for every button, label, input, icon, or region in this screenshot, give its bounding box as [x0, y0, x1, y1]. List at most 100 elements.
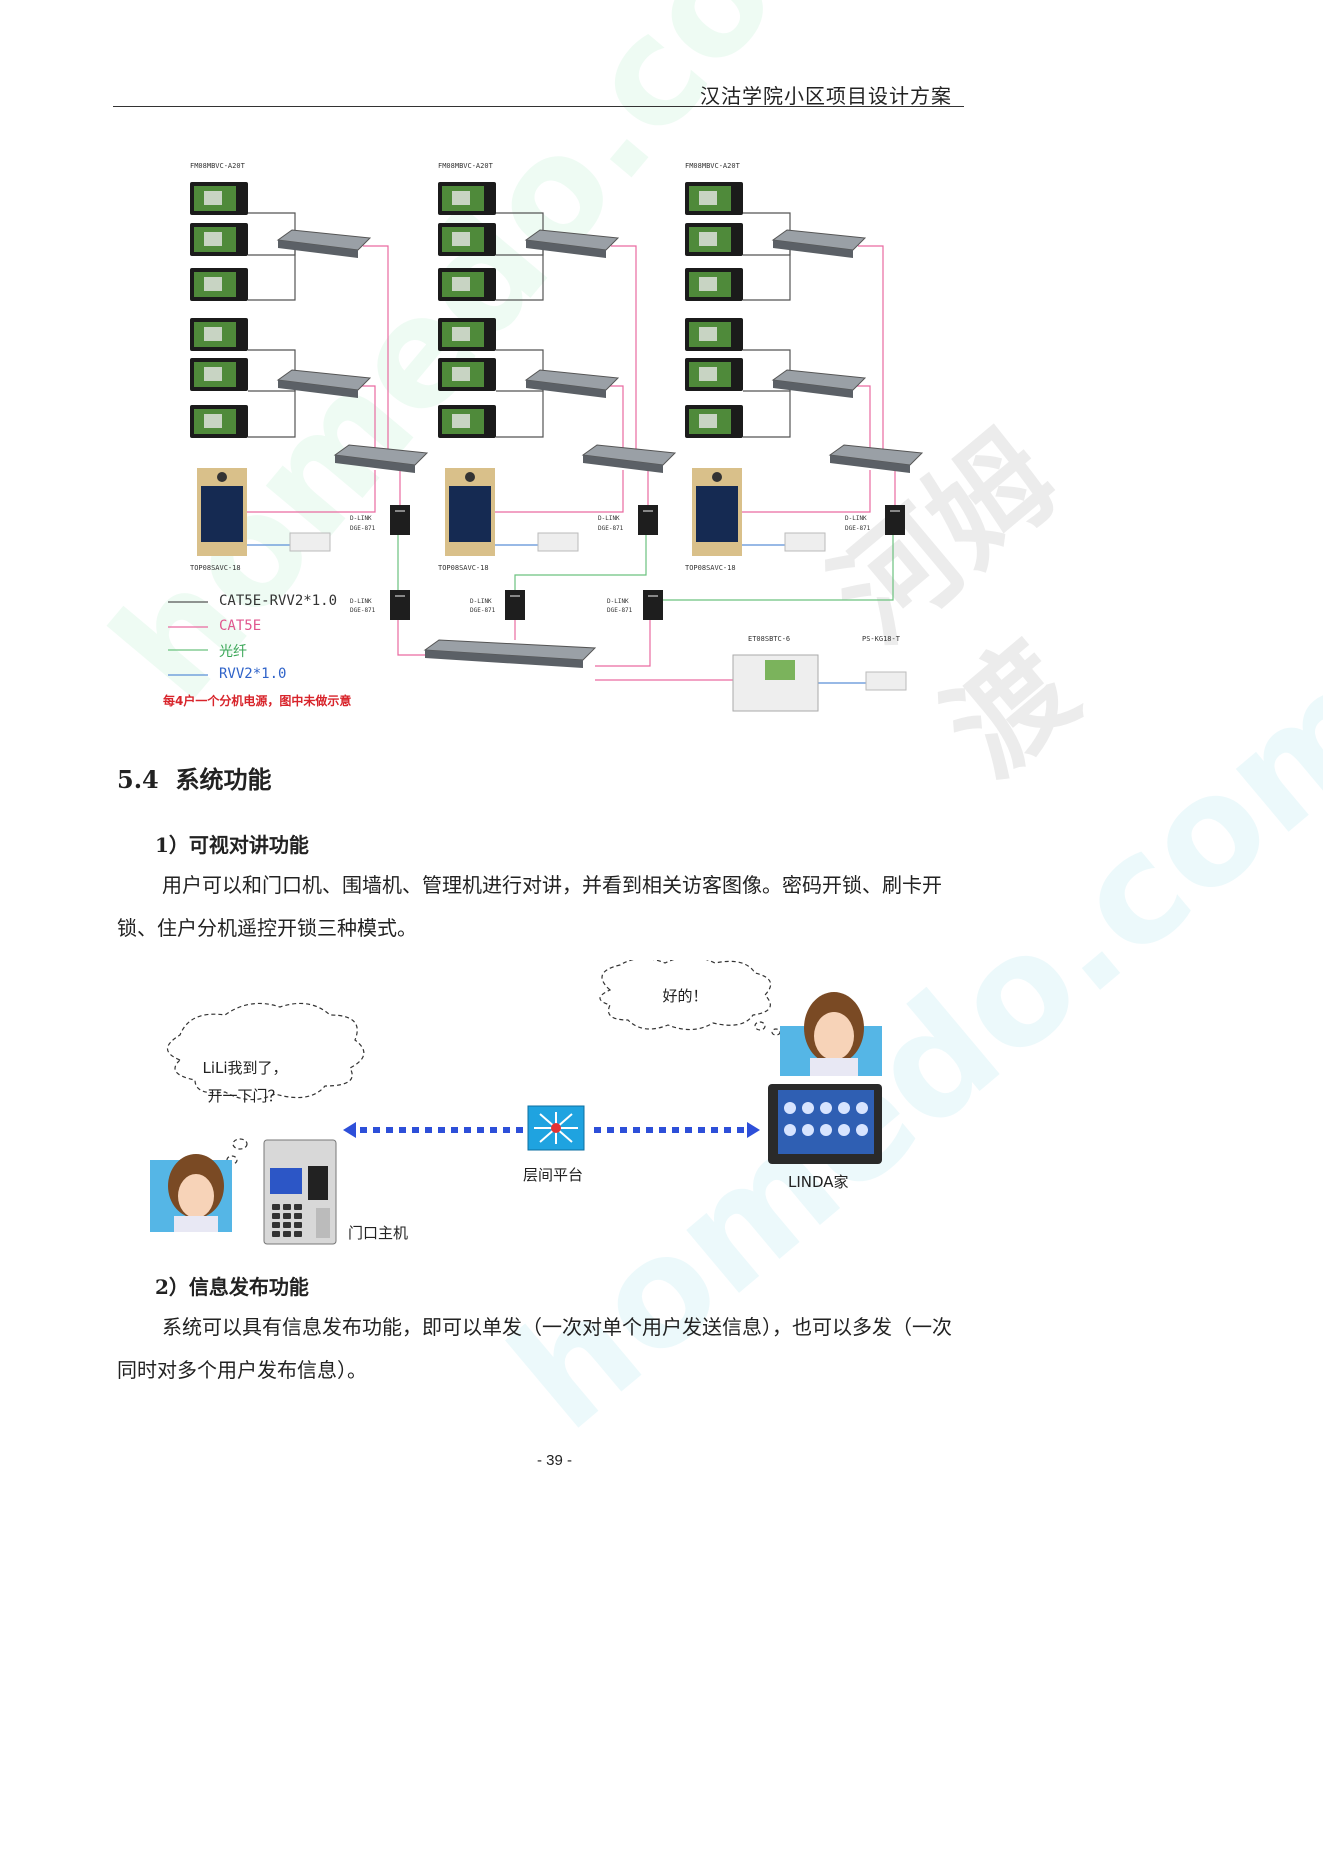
app-icon	[802, 1124, 814, 1136]
intercom-illustration	[150, 960, 882, 1245]
arrow-left-icon	[343, 1122, 356, 1138]
link-dot	[633, 1127, 640, 1133]
wire	[894, 469, 900, 505]
indoor-monitor-unit	[190, 358, 248, 391]
label-converter-top: D-LINK	[607, 598, 629, 605]
app-icon	[784, 1102, 796, 1114]
outdoor-station-unit	[445, 468, 495, 556]
keypad-key	[283, 1231, 291, 1237]
wire	[611, 245, 637, 455]
section-heading: 5.4 系统功能	[117, 760, 271, 795]
network-switch	[581, 444, 677, 473]
link-dot	[399, 1127, 406, 1133]
wire	[743, 248, 791, 301]
link-dot	[672, 1127, 679, 1133]
link-dot	[646, 1127, 653, 1133]
label-monitor-model: FM08MBVC-A20T	[685, 162, 741, 170]
wire	[399, 469, 405, 505]
app-icon	[856, 1124, 868, 1136]
indoor-monitor-unit	[685, 405, 743, 438]
link-dot	[425, 1127, 432, 1133]
label-converter-top: D-LINK	[350, 515, 372, 522]
label-converter-top: D-LINK	[845, 515, 867, 522]
wire	[853, 385, 871, 455]
network-switch	[276, 229, 372, 258]
keypad-key	[294, 1204, 302, 1210]
app-icon	[820, 1124, 832, 1136]
link-dot	[503, 1127, 510, 1133]
indoor-monitor-unit	[438, 318, 496, 351]
wire	[647, 469, 653, 505]
indoor-monitor-unit	[438, 358, 496, 391]
power-supply-unit	[865, 671, 907, 691]
label-floor-platform: 层间平台	[523, 1166, 584, 1184]
indoor-monitor-unit	[685, 223, 743, 256]
label-psu-model: PS-KG18-T	[862, 635, 901, 643]
page-header-title: 汉沽学院小区项目设计方案	[700, 84, 952, 108]
floor-platform-icon	[527, 1105, 585, 1151]
outdoor-station-unit	[692, 468, 742, 556]
media-converter	[390, 590, 410, 620]
thought-bubble-left	[166, 1002, 365, 1165]
wire	[248, 388, 296, 438]
outdoor-station-unit	[197, 468, 247, 556]
indoor-monitor-unit	[190, 405, 248, 438]
diagram-note: 每4户一个分机电源，图中未做示意	[163, 694, 352, 708]
power-supply-unit	[289, 532, 331, 552]
wire	[595, 620, 651, 667]
legend-label-cat5e: CAT5E	[219, 618, 262, 634]
label-converter-bottom: DGE-871	[845, 525, 871, 532]
label-home-monitor: LINDA家	[788, 1173, 849, 1191]
media-converter	[885, 505, 905, 535]
paragraph-intercom: 用户可以和门口机、围墙机、管理机进行对讲，并看到相关访客图像。密码开锁、刷卡开锁…	[117, 873, 942, 940]
section-number: 5.4	[117, 765, 159, 794]
wire	[247, 470, 376, 513]
indoor-monitor-unit	[685, 182, 743, 215]
link-dot	[373, 1127, 380, 1133]
app-icon	[784, 1124, 796, 1136]
wire	[663, 535, 894, 601]
keypad-key	[272, 1213, 280, 1219]
app-icon	[802, 1102, 814, 1114]
link-dot	[477, 1127, 484, 1133]
wire	[858, 245, 884, 455]
keypad-key	[283, 1213, 291, 1219]
link-dot	[711, 1127, 718, 1133]
bubble-left-text-1: LiLi我到了，	[202, 1059, 288, 1077]
label-converter-top: D-LINK	[350, 598, 372, 605]
link-dot	[516, 1127, 523, 1133]
indoor-monitor-unit	[190, 318, 248, 351]
label-outdoor-model: TOP08SAVC-18	[438, 564, 489, 572]
media-converter	[390, 505, 410, 535]
label-door-station: 门口主机	[348, 1224, 409, 1242]
label-converter-top: D-LINK	[598, 515, 620, 522]
keypad-key	[283, 1222, 291, 1228]
arrow-right-icon	[747, 1122, 760, 1138]
app-icon	[856, 1102, 868, 1114]
label-converter-bottom: DGE-871	[350, 607, 376, 614]
link-dot	[438, 1127, 445, 1133]
subsection-title-info-release: 2）信息发布功能	[155, 1275, 309, 1299]
network-diagram: FM08MBVC-A20TD-LINKDGE-871TOP08SAVC-18FM…	[190, 162, 924, 712]
indoor-monitor-icon	[768, 1084, 882, 1164]
indoor-monitor-unit	[438, 182, 496, 215]
link-dotted-line	[343, 1122, 760, 1138]
legend-label-fiber: 光纤	[219, 644, 247, 660]
network-switch	[524, 229, 620, 258]
guard-station-unit	[732, 654, 819, 712]
link-dot	[490, 1127, 497, 1133]
indoor-monitor-unit	[438, 268, 496, 301]
keypad-key	[294, 1222, 302, 1228]
label-converter-bottom: DGE-871	[470, 607, 496, 614]
indoor-monitor-unit	[685, 318, 743, 351]
app-icon	[838, 1124, 850, 1136]
link-dot	[620, 1127, 627, 1133]
wire	[496, 388, 544, 438]
wire	[496, 248, 544, 301]
link-dot	[594, 1127, 601, 1133]
legend-label-rvv: RVV2*1.0	[219, 666, 287, 682]
app-icon	[820, 1102, 832, 1114]
indoor-monitor-unit	[190, 182, 248, 215]
header-rule	[113, 106, 964, 107]
app-icon	[838, 1102, 850, 1114]
